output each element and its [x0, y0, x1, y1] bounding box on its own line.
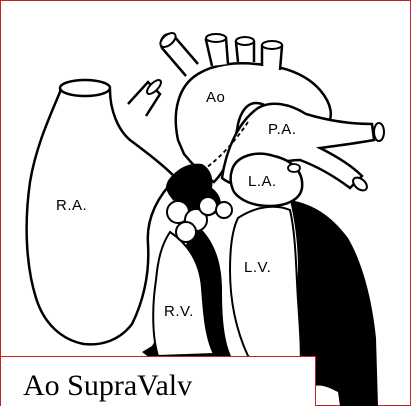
aortic-branch-2-opening	[206, 34, 226, 42]
label-right-ventricle: R.V.	[164, 303, 194, 320]
caption-text: Ao SupraValv	[23, 371, 192, 401]
aortic-branch-4-opening	[262, 41, 282, 49]
aortic-branch-3-opening	[236, 37, 254, 45]
pulmonary-vein-opening	[288, 164, 300, 172]
right-pulmonary-branch-opening	[374, 123, 384, 141]
label-left-atrium: L.A.	[248, 173, 277, 190]
label-pulmonary-artery: P.A.	[268, 121, 296, 138]
label-left-ventricle: L.V.	[244, 259, 271, 276]
label-right-atrium: R.A.	[56, 197, 87, 214]
caption-box: Ao SupraValv	[0, 356, 316, 406]
left-ventricle-chamber	[230, 207, 301, 374]
superior-vena-cava-opening	[60, 80, 110, 96]
label-aorta: Ao	[206, 89, 225, 106]
